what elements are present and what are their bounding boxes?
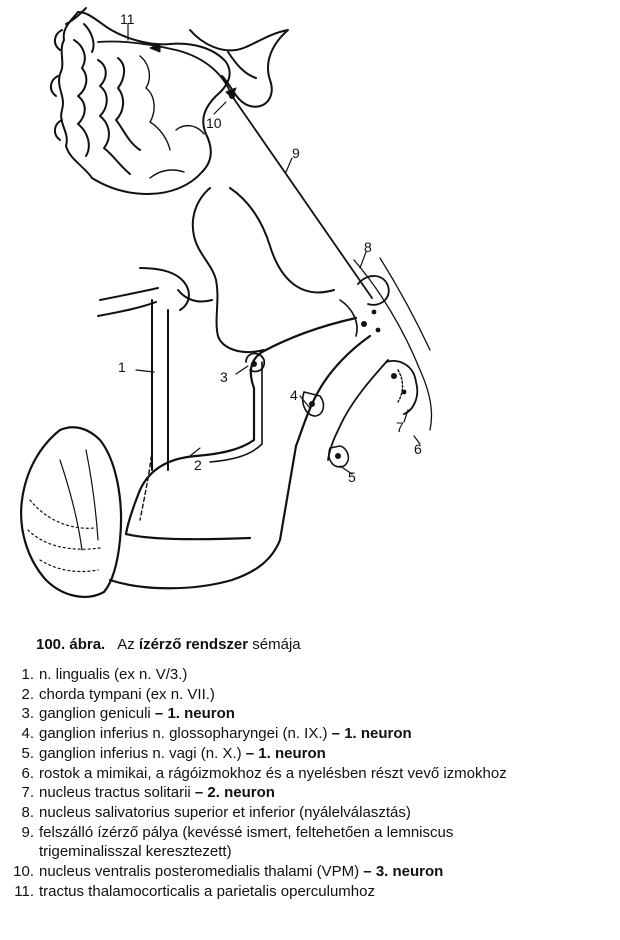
brainstem-outline <box>139 187 433 431</box>
legend-item: 6.rostok a mimikai, a rágóizmokhoz és a … <box>21 764 507 782</box>
nucleus-tractus-solitarii <box>385 360 419 415</box>
legend-item: trigeminalisszal keresztezett) <box>39 843 232 861</box>
caption-suffix: sémája <box>252 636 301 653</box>
thalamocortical-tract <box>97 40 233 97</box>
legend-list: 1.n. lingualis (ex n. V/3.) 2.chorda tym… <box>0 665 620 901</box>
label-3: 3 <box>220 369 228 385</box>
label-1: 1 <box>118 359 126 375</box>
label-10: 10 <box>206 115 222 131</box>
legend-item: 10.nucleus ventralis posteromedialis tha… <box>13 863 444 881</box>
label-5: 5 <box>348 469 356 485</box>
ascending-taste-pathway <box>231 95 373 299</box>
legend-item: 8.nucleus salivatorius superior et infer… <box>21 803 411 821</box>
ganglion-geniculi <box>245 352 266 373</box>
nucleus-salivatorius <box>357 275 390 306</box>
taste-fibres-to-tongue <box>124 532 252 541</box>
label-2: 2 <box>194 457 202 473</box>
ventricle-outline <box>189 29 289 108</box>
label-8: 8 <box>364 239 372 255</box>
label-11: 11 <box>120 11 135 27</box>
brain-hemisphere <box>50 7 231 195</box>
legend-item: 11.tractus thalamocorticalis a parietali… <box>14 882 375 900</box>
label-6: 6 <box>414 441 422 457</box>
legend-item: 2.chorda tympani (ex n. VII.) <box>21 685 215 703</box>
glossopharyngeal-path <box>108 334 372 590</box>
label-7: 7 <box>396 419 404 435</box>
vagus-path <box>327 359 389 461</box>
skull-base-outline <box>97 287 169 471</box>
legend-item: 1.n. lingualis (ex n. V/3.) <box>21 666 188 683</box>
taste-pathway-diagram: 1 2 3 4 5 6 7 8 9 10 11 <box>20 7 433 598</box>
label-4: 4 <box>290 387 298 403</box>
figure-caption: 100. ábra. Az ízérző rendszer sémája <box>36 636 301 653</box>
legend-item: 4.ganglion inferius n. glossopharyngei (… <box>21 725 412 743</box>
figure-number: 100. ábra. <box>36 636 106 653</box>
lingual-nerve <box>139 329 153 521</box>
legend-item: 7.nucleus tractus solitarii – 2. neuron <box>21 784 275 802</box>
caption-emphasis: ízérző rendszer <box>138 636 249 653</box>
legend-item: 3.ganglion geniculi – 1. neuron <box>21 705 235 723</box>
caption-prefix: Az <box>117 636 135 653</box>
legend-item: 9.felszálló ízérző pálya (kevéssé ismert… <box>21 823 454 841</box>
legend-item: 5.ganglion inferius n. vagi (n. X.) – 1.… <box>21 744 326 762</box>
tongue <box>20 426 123 598</box>
label-9: 9 <box>292 145 300 161</box>
chorda-tympani-path <box>124 316 358 536</box>
